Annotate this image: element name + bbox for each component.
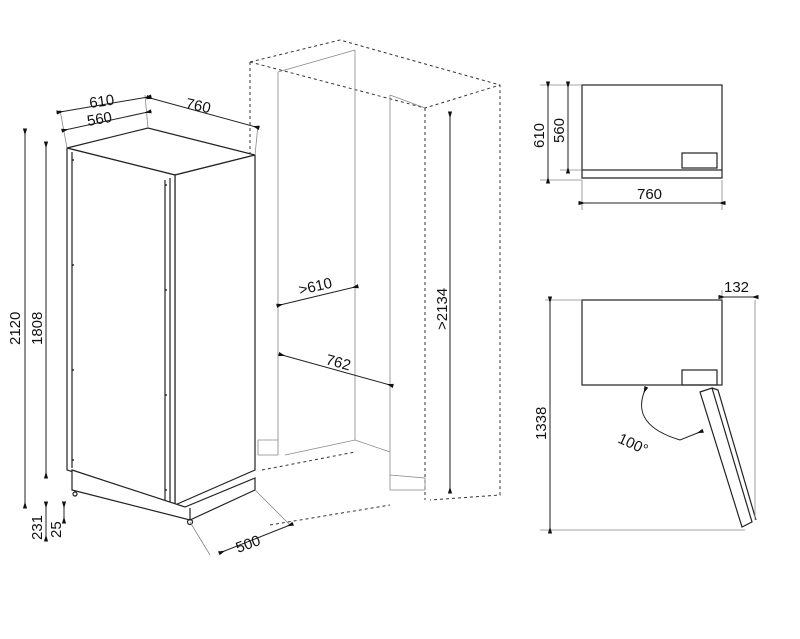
open-depth-label: 1338 (533, 407, 550, 440)
door-open-view: 1338 132 100° (533, 279, 759, 534)
appliance-dimensions: 610 560 760 2120 1808 231 25 500 (7, 92, 295, 557)
top-depth-outer-label: 610 (531, 123, 548, 148)
niche-width-label: 762 (324, 351, 353, 374)
width-label: 760 (184, 95, 212, 117)
outer-depth-label: 610 (88, 92, 115, 112)
plinth-depth-label: 500 (234, 532, 263, 557)
top-view: 610 560 760 (531, 81, 726, 210)
opening-angle-label: 100° (615, 430, 650, 459)
appliance-isometric (66, 127, 256, 526)
top-width-label: 760 (637, 186, 662, 203)
niche-depth-label: >610 (297, 275, 334, 299)
niche-outline (249, 39, 501, 526)
foot-height-label: 25 (48, 521, 65, 538)
plinth-height-label: 231 (29, 515, 46, 540)
door-height-label: 1808 (29, 312, 46, 345)
inner-depth-label: 560 (86, 109, 114, 130)
total-height-label: 2120 (7, 312, 24, 345)
door-offset-label: 132 (724, 279, 749, 296)
niche-height-label: >2134 (434, 288, 451, 330)
top-depth-inner-label: 560 (551, 118, 568, 143)
